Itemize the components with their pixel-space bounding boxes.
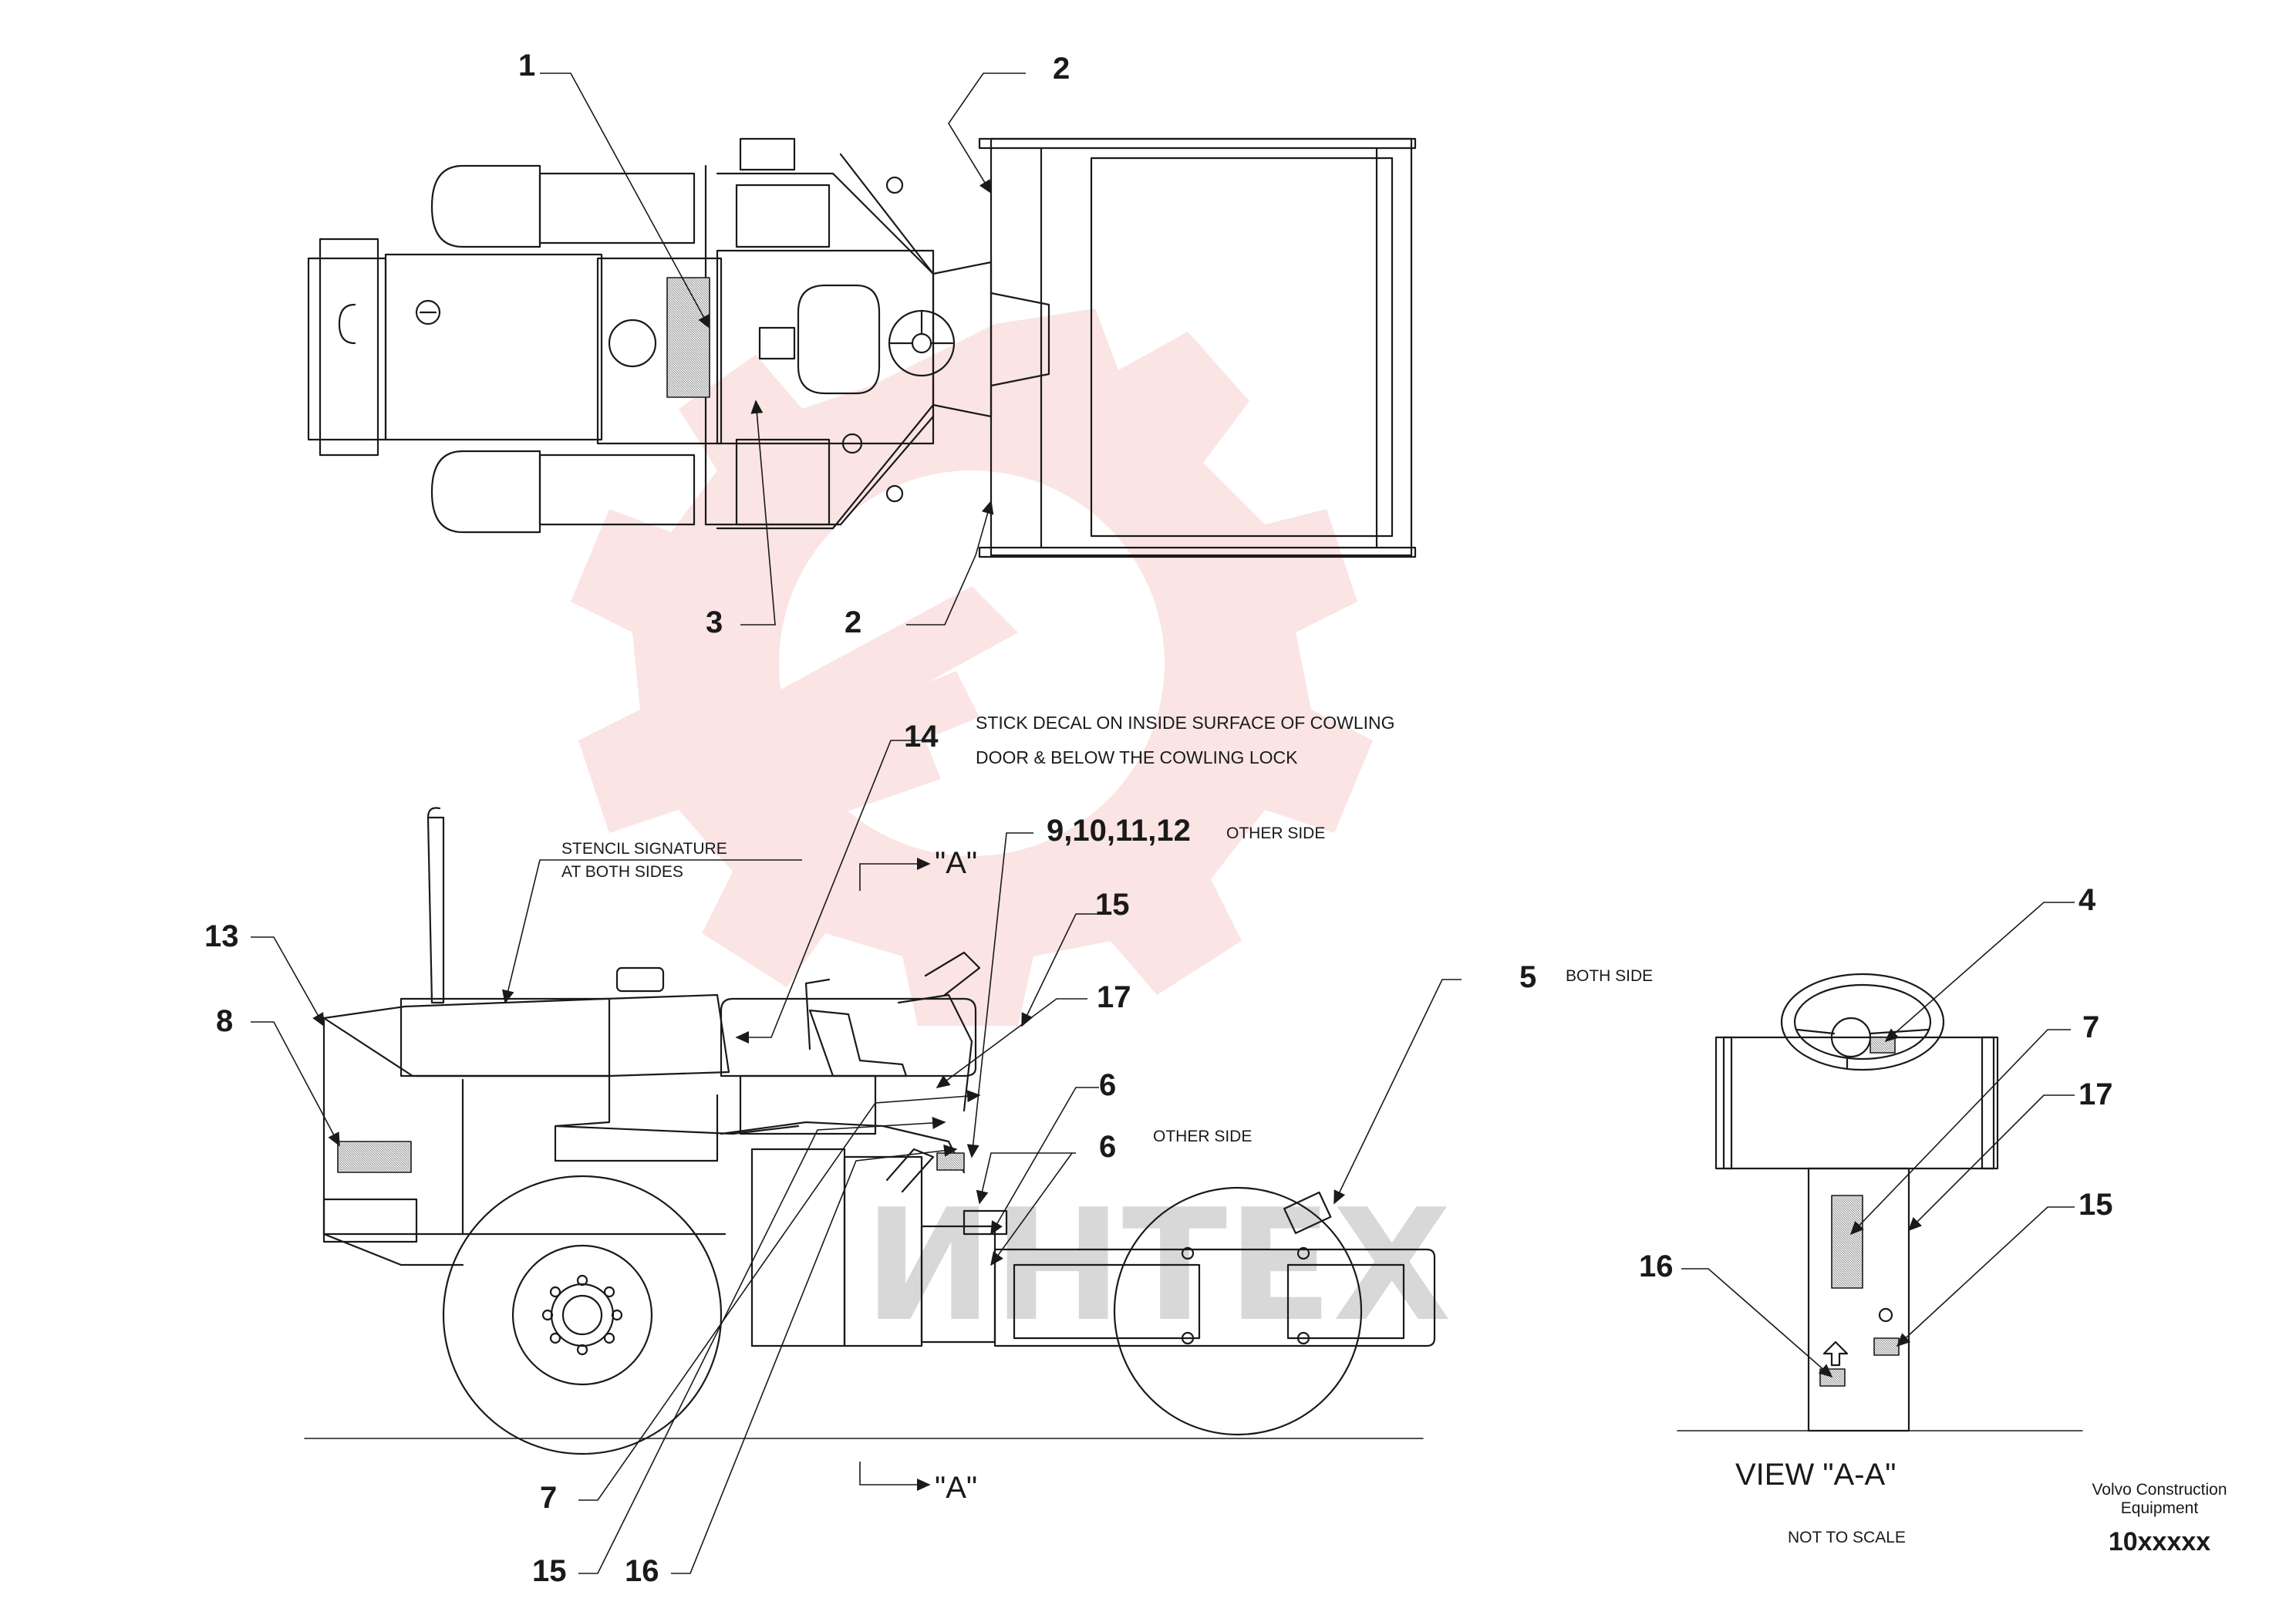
callout-7-view: 7: [2082, 1010, 2099, 1044]
section-marker-top: "A": [935, 846, 977, 880]
callout-13: 13: [204, 919, 239, 953]
top-view-machine: [307, 137, 1417, 558]
callout-4: 4: [2079, 883, 2096, 917]
side-view-machine: [304, 807, 1436, 1455]
callout-14: 14: [904, 720, 939, 754]
callout-5: 5: [1519, 960, 1536, 994]
callout-7-side: 7: [540, 1481, 557, 1515]
callout-16-side: 16: [625, 1554, 659, 1588]
not-to-scale-note: NOT TO SCALE: [1788, 1529, 1906, 1546]
callout-9-12: 9,10,11,12: [1047, 814, 1191, 848]
callout-1: 1: [518, 49, 535, 83]
callout-3: 3: [706, 605, 723, 639]
callout-2-bottom: 2: [845, 605, 861, 639]
title-company-line1: Volvo Construction: [2092, 1481, 2227, 1499]
callout-17-side: 17: [1097, 980, 1131, 1014]
callout-15-side: 15: [1095, 888, 1130, 922]
callout-15-view: 15: [2079, 1188, 2113, 1222]
note-cowling-line2: DOOR & BELOW THE COWLING LOCK: [976, 747, 1298, 767]
callout-6b: 6: [1099, 1130, 1116, 1164]
title-company-line2: Equipment: [2121, 1499, 2199, 1517]
leader-lines: [251, 73, 2075, 1574]
note-cowling-line1: STICK DECAL ON INSIDE SURFACE OF COWLING: [976, 713, 1395, 733]
watermark-gear-logo: [571, 309, 1373, 1026]
title-part-number: 10xxxxx: [2109, 1527, 2210, 1556]
callout-17-view: 17: [2079, 1077, 2113, 1111]
view-a-a-drawing: [1677, 973, 2083, 1432]
callout-16-view: 16: [1639, 1249, 1674, 1283]
callout-15b-side: 15: [532, 1554, 567, 1588]
note-stencil-line2: AT BOTH SIDES: [561, 863, 683, 881]
watermark-text: ИНТЕХ: [864, 1176, 1451, 1356]
section-marker-bottom: "A": [935, 1471, 977, 1505]
callout-8: 8: [216, 1004, 233, 1038]
note-other-side-a: OTHER SIDE: [1226, 824, 1325, 842]
note-stencil-line1: STENCIL SIGNATURE: [561, 840, 727, 858]
note-other-side-b: OTHER SIDE: [1153, 1128, 1252, 1145]
callout-2-top: 2: [1053, 52, 1070, 86]
view-a-a-title: VIEW "A-A": [1735, 1458, 1896, 1492]
note-both-side: BOTH SIDE: [1566, 967, 1653, 985]
callout-6a: 6: [1099, 1068, 1116, 1102]
